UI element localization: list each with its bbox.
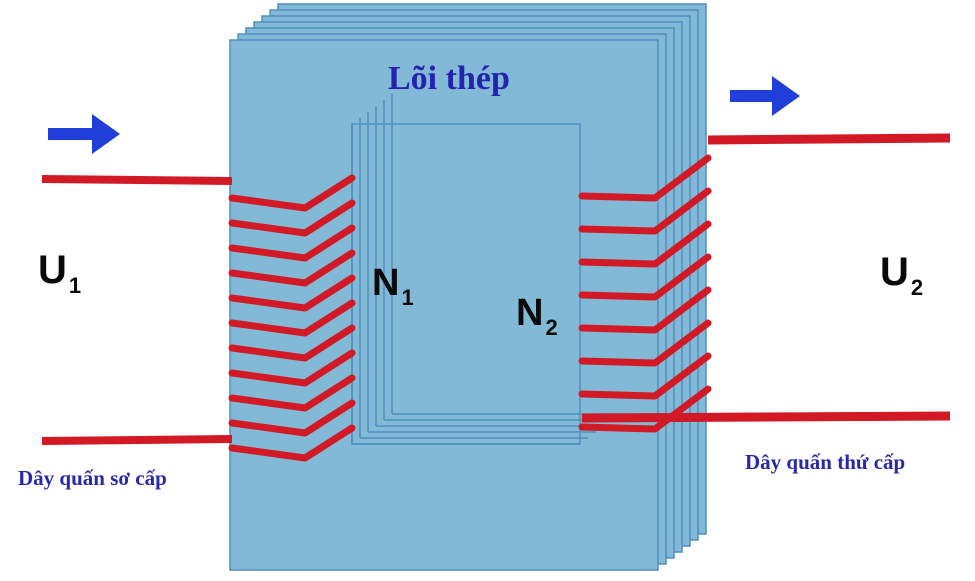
coil-turn (228, 299, 356, 337)
lead-wires (41, 133, 951, 445)
coil-turn (228, 274, 356, 312)
coil-turn (578, 352, 712, 400)
primary-lead-top (41, 175, 233, 185)
primary-winding-label: Dây quấn sơ cấp (18, 466, 167, 490)
coil-turn (228, 374, 356, 412)
coil-turn (228, 424, 356, 462)
coil-turn (578, 187, 712, 235)
coil-turn (228, 399, 356, 437)
primary-voltage-label: U1 (38, 248, 82, 298)
coil-turn (228, 199, 356, 237)
coil-turn (578, 220, 712, 268)
primary-lead-bottom (41, 435, 233, 445)
arrow-right-icon (48, 114, 120, 154)
secondary-winding-label: Dây quấn thứ cấp (745, 450, 906, 474)
coil-turn (578, 253, 712, 301)
coil-turn (228, 249, 356, 287)
coil-turn (578, 286, 712, 334)
coil-turn (578, 154, 712, 202)
coil-turn (228, 174, 356, 212)
secondary-lead-bottom (581, 411, 951, 423)
core-label: Lõi thép (388, 60, 510, 97)
primary-turns-label: N1 (372, 262, 414, 310)
coil-turn (228, 324, 356, 362)
arrow-right-icon (730, 76, 800, 116)
coil-turn (228, 224, 356, 262)
coil-turn (578, 319, 712, 367)
secondary-voltage-label: U2 (880, 250, 924, 300)
primary-winding (228, 174, 356, 462)
secondary-turns-label: N2 (516, 292, 558, 340)
coil-turn (228, 349, 356, 387)
secondary-lead-top (707, 133, 951, 145)
secondary-winding (578, 154, 712, 433)
coil-turn (578, 385, 712, 433)
